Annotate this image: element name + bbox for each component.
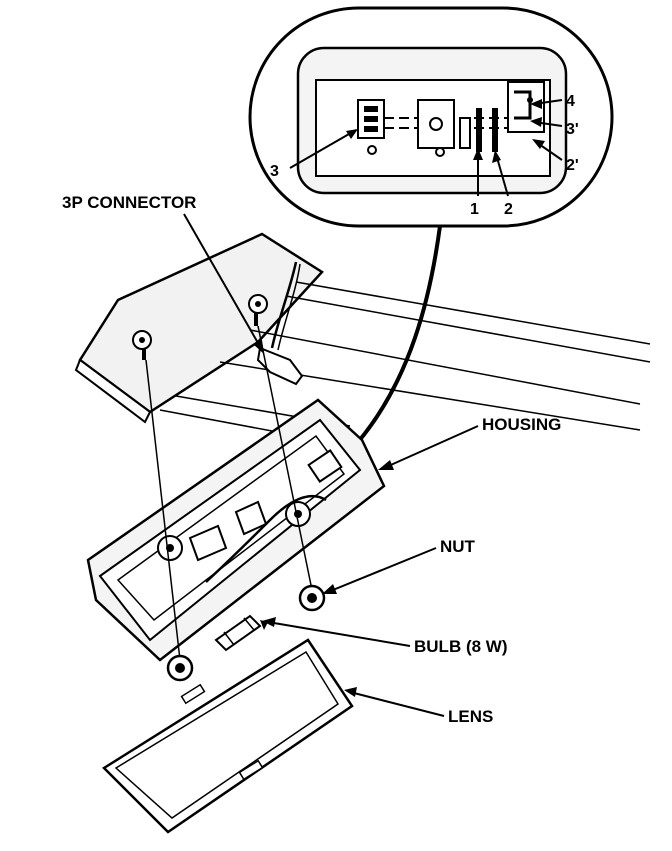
bulb-part [214,614,268,652]
terminal-label: 3 [270,163,279,180]
lens-label: LENS [448,707,493,726]
terminal-label: 2 [504,201,513,218]
nut-label: NUT [440,537,476,556]
roof-panel [74,232,651,441]
mount-hole [435,147,445,157]
housing-switch [307,449,343,483]
nut-part [298,584,326,612]
connector-detail-inset: 4 3' 2' 3 1 2 [248,6,614,228]
housing-label: HOUSING [482,415,561,434]
connector-label: 3P CONNECTOR [62,193,196,212]
terminal-pin [476,108,482,152]
inset-wire [356,225,442,444]
bulb-label: BULB (8 W) [414,637,507,656]
terminal-label: 1 [470,201,479,218]
nut-part [166,654,194,682]
leader-lines [183,213,479,717]
terminal-label: 3' [566,121,579,138]
mount-hole [367,145,377,155]
terminal-label: 4 [566,93,575,110]
3p-connector-part [256,346,304,386]
terminal-label: 2' [566,157,579,174]
lens-part [102,638,354,834]
housing-part [86,398,386,662]
terminal-pin [492,108,498,152]
